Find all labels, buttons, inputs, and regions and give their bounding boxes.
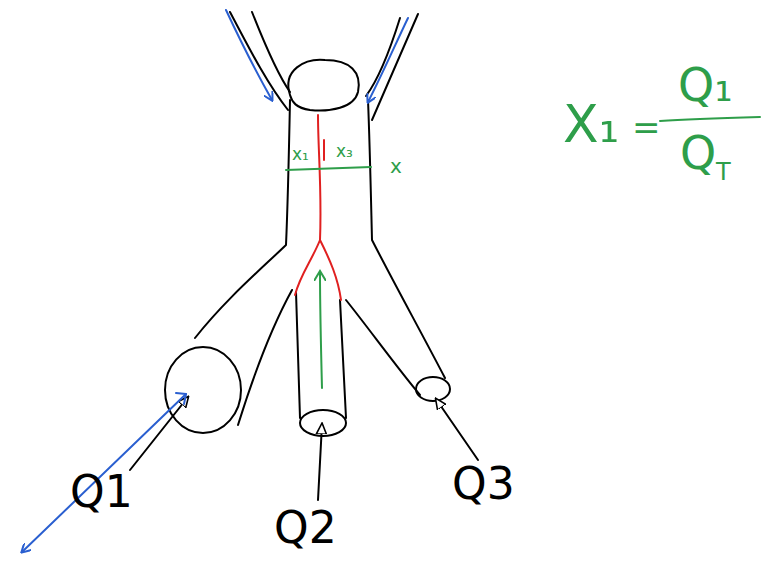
formula-sign: = (632, 110, 661, 144)
flow-label: Q3 (452, 462, 515, 506)
formula-subscript: T (716, 160, 731, 184)
section-label: x₃ (336, 143, 353, 160)
formula-numerator: Q₁ (678, 62, 733, 108)
formula-term: X₁ (563, 98, 619, 150)
dividing-streamline (295, 115, 341, 300)
flow-arrows (22, 10, 408, 552)
flow-label: Q1 (70, 470, 133, 514)
flow-label: Q2 (274, 506, 337, 550)
axis-label: x (390, 156, 402, 176)
vessel-outline (130, 12, 478, 500)
section-line (286, 117, 760, 388)
formula-denominator: Q (680, 130, 716, 176)
section-label: x₁ (292, 146, 309, 163)
